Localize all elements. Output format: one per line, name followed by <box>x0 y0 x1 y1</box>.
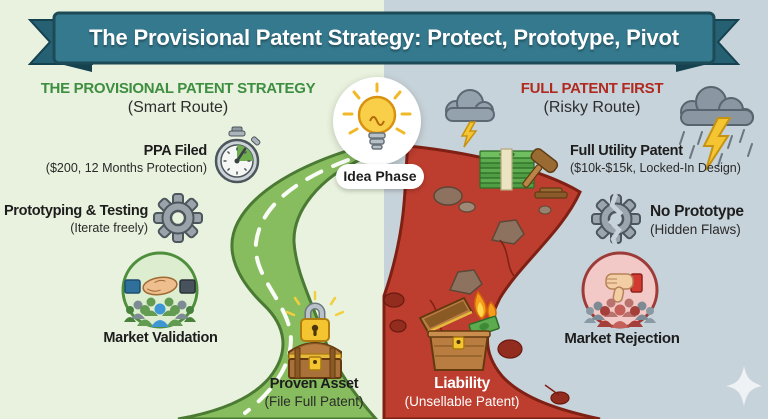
lightbulb-icon <box>342 82 412 150</box>
title-ribbon <box>27 11 741 72</box>
step-label: PPA Filed <box>143 143 208 159</box>
burning-treasure-chest-icon <box>418 290 500 371</box>
thumbs-down-crowd-icon <box>581 251 659 329</box>
step-sublabel: (Iterate freely) <box>70 220 148 235</box>
storm-cloud-lightning-icon <box>445 89 495 148</box>
money-gavel-icon <box>479 148 568 199</box>
idea-phase-badge <box>333 77 421 165</box>
step-label: No Prototype <box>650 203 744 220</box>
step-sublabel: ($200, 12 Months Protection) <box>45 160 207 175</box>
step-label: Prototyping & Testing <box>3 203 148 219</box>
gear-icon <box>153 193 203 243</box>
step-full-utility-patent: Full Utility Patent ($10k-$15k, Locked-I… <box>570 143 768 176</box>
step-label: Market Validation <box>103 330 218 346</box>
step-label: Full Utility Patent <box>570 143 683 159</box>
sparkle-icon <box>726 366 762 406</box>
locked-treasure-chest-icon <box>285 290 345 379</box>
step-label: Market Rejection <box>564 330 680 347</box>
step-no-prototype: No Prototype (Hidden Flaws) <box>650 203 768 238</box>
step-sublabel: ($10k-$15k, Locked-In Design) <box>570 160 741 175</box>
broken-gear-icon <box>591 193 641 247</box>
step-liability: Liability (Unsellable Patent) <box>396 375 528 410</box>
step-label: Liability <box>434 375 490 392</box>
smart-route-heading: THE PROVISIONAL PATENT STRATEGY <box>40 80 316 97</box>
page-title: The Provisional Patent Strategy: Protect… <box>89 25 679 50</box>
risky-route-heading: FULL PATENT FIRST <box>520 80 664 97</box>
step-prototyping-testing: Prototyping & Testing (Iterate freely) <box>0 203 148 236</box>
step-label: Proven Asset <box>269 376 359 392</box>
step-sublabel: (File Full Patent) <box>264 393 364 409</box>
step-proven-asset: Proven Asset (File Full Patent) <box>251 376 377 410</box>
step-market-rejection: Market Rejection <box>538 330 706 347</box>
idea-phase-label: Idea Phase <box>336 164 424 189</box>
stopwatch-icon <box>214 126 261 184</box>
step-sublabel: (Unsellable Patent) <box>404 393 520 409</box>
storm-cloud-rain-lightning-icon <box>679 86 754 171</box>
step-sublabel: (Hidden Flaws) <box>650 221 741 237</box>
crowd <box>124 297 196 327</box>
risky-route-subheading: (Risky Route) <box>543 99 641 116</box>
step-market-validation: Market Validation <box>78 330 243 347</box>
smart-route-subheading: (Smart Route) <box>127 99 229 116</box>
step-ppa-filed: PPA Filed ($200, 12 Months Protection) <box>20 143 208 176</box>
rocks <box>383 186 570 405</box>
handshake-crowd-icon <box>121 251 199 329</box>
crowd <box>584 298 656 328</box>
